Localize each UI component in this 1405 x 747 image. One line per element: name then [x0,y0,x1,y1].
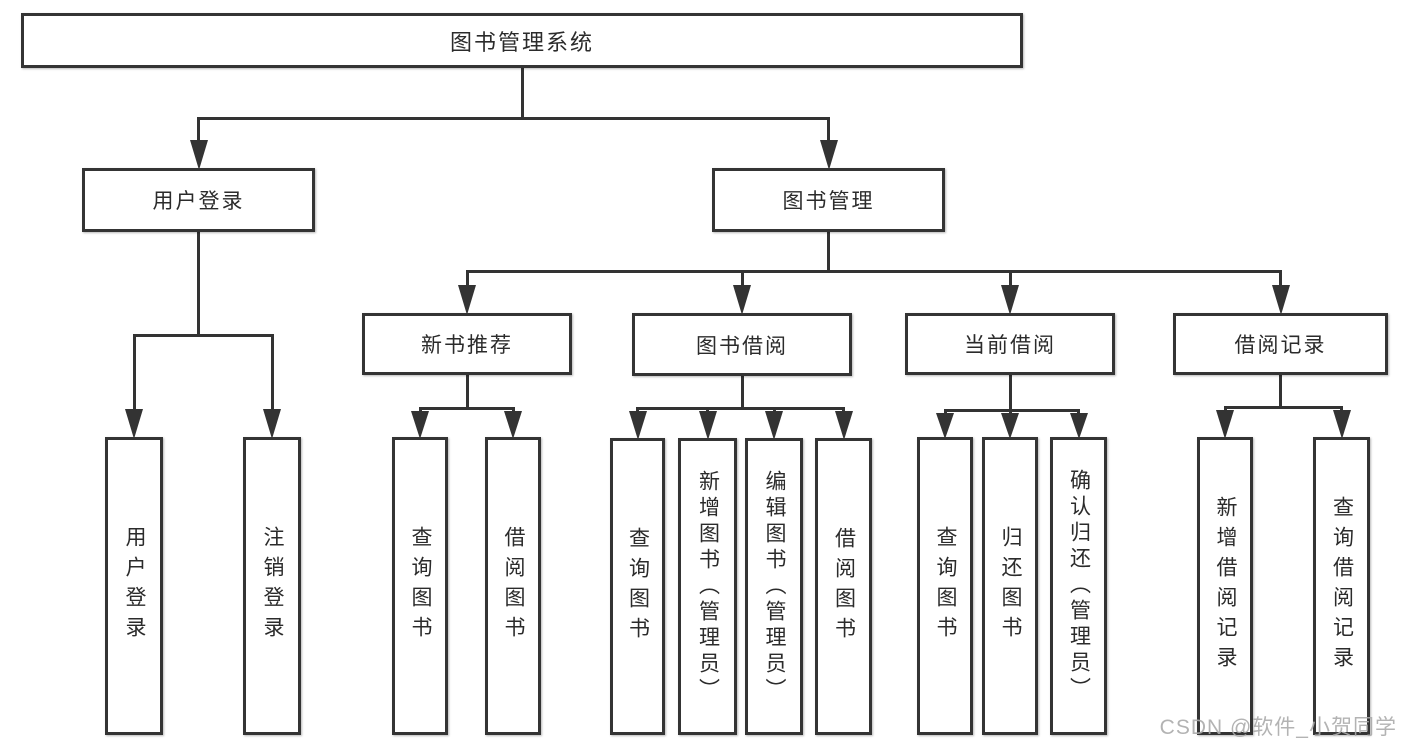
connector-line [511,408,515,411]
node-leaf-bb-add-book: 新增图书（管理员） [678,438,737,735]
node-label: 注销登录 [261,526,284,646]
node-label: 当前借阅 [964,334,1056,357]
connector-line [418,406,515,410]
arrowhead-icon [834,411,853,440]
connector-line [1008,410,1012,413]
node-book-management: 图书管理 [712,168,945,232]
node-book-borrowing: 图书借阅 [632,313,852,376]
connector-line [943,408,1080,412]
node-leaf-logout: 注销登录 [243,437,301,735]
arrowhead-icon [1271,285,1290,315]
connector-line [465,375,469,408]
connector-line [740,376,744,408]
connector-line [1223,407,1227,410]
node-label: 新书推荐 [421,334,513,357]
arrowhead-icon [189,140,208,170]
node-leaf-br-query-record: 查询借阅记录 [1313,437,1370,735]
node-label: 图书管理系统 [449,29,594,55]
node-user-login: 用户登录 [82,168,315,232]
node-current-borrowing: 当前借阅 [905,313,1115,375]
connector-line [270,335,274,409]
node-leaf-bb-query-book: 查询图书 [610,438,665,735]
connector-line [1279,375,1282,407]
arrowhead-icon [698,411,717,440]
node-leaf-nb-borrow-book: 借阅图书 [485,437,541,735]
connector-line [197,116,830,120]
connector-line [1008,271,1012,285]
arrowhead-icon [504,411,522,439]
arrowhead-icon [936,413,954,439]
connector-line [842,408,845,411]
csdn-watermark: CSDN @软件_小贺同学 [1159,716,1397,739]
node-leaf-nb-query-book: 查询图书 [392,437,448,735]
connector-line [1077,410,1080,413]
connector-line [772,408,776,411]
arrowhead-icon [411,411,429,439]
connector-line [827,118,830,140]
node-label: 借阅图书 [502,526,525,646]
node-label: 查询借阅记录 [1330,496,1354,676]
connector-line [520,68,524,118]
connector-line [636,406,845,410]
connector-line [706,408,709,411]
node-label: 新增图书（管理员） [696,469,720,704]
arrowhead-icon [819,140,838,170]
connector-line [418,408,422,411]
node-leaf-cb-confirm-return: 确认归还（管理员） [1050,437,1107,735]
node-library-system: 图书管理系统 [21,13,1023,68]
node-label: 图书借阅 [696,334,788,358]
connector-line [827,232,830,271]
node-leaf-cb-return-book: 归还图书 [982,437,1038,735]
arrowhead-icon [263,409,281,439]
connector-line [1223,405,1343,409]
node-label: 借阅记录 [1234,334,1327,357]
node-label: 用户登录 [123,526,146,646]
arrowhead-icon [628,411,647,440]
node-label: 查询图书 [409,526,432,646]
connector-line [132,333,274,337]
node-leaf-bb-edit-book: 编辑图书（管理员） [745,438,803,735]
arrowhead-icon [765,411,783,440]
node-borrowing-records: 借阅记录 [1173,313,1388,375]
node-label: 新增借阅记录 [1214,496,1237,676]
arrowhead-icon [1069,413,1088,439]
arrowhead-icon [125,409,143,439]
connector-line [197,232,200,335]
connector-line [197,118,200,140]
connector-line [943,410,947,413]
connector-line [636,408,639,411]
node-leaf-bb-borrow-book: 借阅图书 [815,438,872,735]
node-label: 归还图书 [999,526,1022,646]
node-new-book-recommend: 新书推荐 [362,313,572,375]
connector-line [1279,271,1282,285]
node-label: 编辑图书（管理员） [763,469,786,704]
arrowhead-icon [733,285,751,315]
node-leaf-user-login: 用户登录 [105,437,163,735]
node-leaf-br-add-record: 新增借阅记录 [1197,437,1253,735]
node-label: 查询图书 [626,526,650,647]
node-label: 确认归还（管理员） [1067,469,1091,703]
connector-line [465,269,1282,273]
connector-line [465,271,469,285]
node-leaf-cb-query-book: 查询图书 [917,437,973,735]
arrowhead-icon [458,285,476,315]
connector-line [1008,375,1012,410]
connector-line [740,271,744,285]
connector-line [1340,407,1343,410]
arrowhead-icon [1001,285,1019,315]
node-label: 用户登录 [152,190,245,213]
arrowhead-icon [1216,410,1234,439]
arrowhead-icon [1332,410,1351,439]
node-label: 查询图书 [934,526,957,646]
node-label: 借阅图书 [832,526,856,647]
arrowhead-icon [1001,413,1019,439]
connector-line [132,335,136,409]
node-label: 图书管理 [782,190,875,213]
